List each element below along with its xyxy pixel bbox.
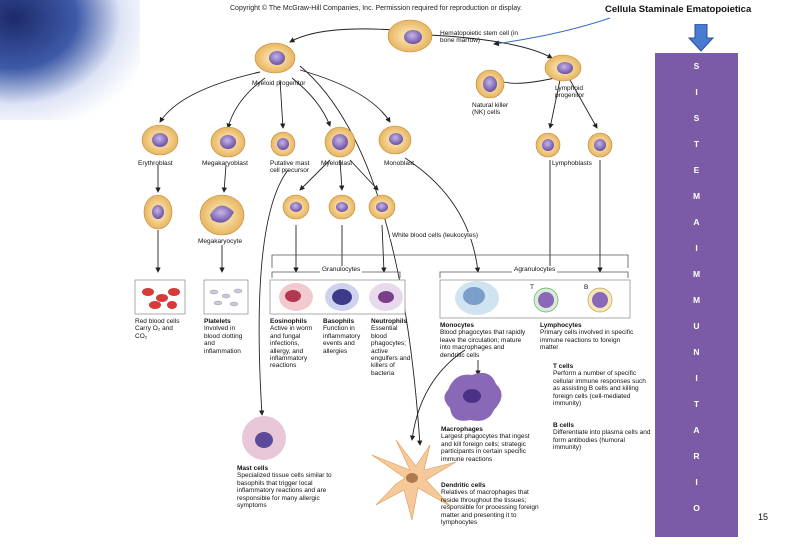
- myeloid-progenitor-label: Myeloid progenitor: [252, 80, 306, 87]
- mast-title: Mast cells: [237, 465, 269, 472]
- bcells-description: B cells Differentiate into plasma cells …: [553, 422, 653, 452]
- neutrophils-text: Essential blood phagocytes; active engul…: [371, 325, 411, 377]
- side-bar-letter: I: [695, 477, 698, 487]
- side-bar-letter: A: [693, 217, 700, 227]
- monocytes-title: Monocytes: [440, 322, 474, 329]
- agranulocytes-label: Agranulocytes: [512, 266, 558, 274]
- putative-mast-label: Putative mast cell precursor: [270, 160, 310, 175]
- nk-cells-label: Natural killer (NK) cells: [472, 102, 509, 117]
- rbc-description: Red blood cells Carry O₂ and CO₂: [135, 318, 185, 340]
- dendritic-description: Dendritic cells Relatives of macrophages…: [441, 482, 541, 526]
- lymphoblasts-label: Lymphoblasts: [552, 160, 592, 167]
- lymphoid-progenitor-label: Lymphoid progenitor: [555, 85, 585, 100]
- macrophages-text: Largest phagocytes that ingest and kill …: [441, 433, 530, 463]
- side-bar-letter: A: [693, 425, 700, 435]
- tcells-title: T cells: [553, 363, 574, 370]
- mast-description: Mast cells Specialized tissue cells simi…: [237, 465, 337, 509]
- megakaryoblast-label: Megakaryoblast: [202, 160, 248, 167]
- bcells-text: Differentiate into plasma cells and form…: [553, 429, 651, 452]
- lymphocytes-text: Primary cells involved in specific immun…: [540, 329, 634, 352]
- white-blood-cells-label: White blood cells (leukocytes): [390, 232, 480, 240]
- macrophages-description: Macrophages Largest phagocytes that inge…: [441, 426, 541, 463]
- t-label: T: [530, 284, 534, 291]
- down-arrow-icon: [688, 24, 714, 52]
- eosinophils-title: Eosinophils: [270, 318, 307, 325]
- neutrophils-title: Neutrophils: [371, 318, 408, 325]
- side-bar-letter: U: [693, 321, 700, 331]
- bcells-title: B cells: [553, 422, 574, 429]
- basophils-text: Function in inflammatory events and alle…: [323, 325, 361, 355]
- lymphocytes-title: Lymphocytes: [540, 322, 582, 329]
- platelets-title: Platelets: [204, 318, 231, 325]
- monocytes-description: Monocytes Blood phagocytes that rapidly …: [440, 322, 528, 359]
- side-bar-letter: O: [693, 503, 700, 513]
- side-bar-letter: N: [693, 347, 700, 357]
- eosinophils-text: Active in worm and fungal infections, al…: [270, 325, 313, 370]
- b-label: B: [584, 284, 589, 291]
- macrophages-title: Macrophages: [441, 426, 483, 433]
- side-bar-letter: I: [695, 87, 698, 97]
- side-bar-letter: S: [693, 61, 700, 71]
- page-number: 15: [758, 512, 769, 522]
- side-bar-letter: S: [693, 113, 700, 123]
- side-bar-letter: R: [693, 451, 700, 461]
- copyright-notice: Copyright © The McGraw-Hill Companies, I…: [230, 5, 523, 12]
- side-bar-letter: I: [695, 373, 698, 383]
- side-bar-letter: T: [693, 399, 700, 409]
- side-bar-letter: T: [693, 139, 700, 149]
- lymphocytes-description: Lymphocytes Primary cells involved in sp…: [540, 322, 636, 352]
- eosinophils-description: Eosinophils Active in worm and fungal in…: [270, 318, 316, 370]
- dendritic-title: Dendritic cells: [441, 482, 486, 489]
- stem-cell-label: Hematopoietic stem cell (in bone marrow): [440, 30, 519, 45]
- side-bar-letter: I: [695, 243, 698, 253]
- rbc-text: Carry O₂ and CO₂: [135, 325, 173, 340]
- platelets-description: Platelets Involved in blood clotting and…: [204, 318, 252, 355]
- myeloblast-label: Myeloblast: [321, 160, 353, 167]
- monoblast-label: Monoblast: [384, 160, 414, 167]
- dendritic-text: Relatives of macrophages that reside thr…: [441, 489, 539, 527]
- tcells-description: T cells Perform a number of specific cel…: [553, 363, 653, 407]
- neutrophils-description: Neutrophils Essential blood phagocytes; …: [371, 318, 415, 377]
- granulocytes-label: Granulocytes: [320, 266, 363, 274]
- megakaryocyte-label: Megakaryocyte: [198, 238, 243, 245]
- callout-label: Cellula Staminale Ematopoietica: [605, 4, 752, 15]
- mast-text: Specialized tissue cells similar to baso…: [237, 472, 332, 510]
- sistema-immunitario-bar: S I S T E M A I M M U N I T A R I O: [655, 53, 738, 537]
- tcells-text: Perform a number of specific cellular im…: [553, 370, 646, 408]
- side-bar-letter: M: [692, 191, 701, 201]
- basophils-description: Basophils Function in inflammatory event…: [323, 318, 367, 355]
- monocytes-text: Blood phagocytes that rapidly leave the …: [440, 329, 526, 359]
- erythroblast-label: Erythroblast: [138, 160, 173, 167]
- side-bar-letter: M: [692, 269, 701, 279]
- platelets-text: Involved in blood clotting and inflammat…: [204, 325, 243, 355]
- rbc-title: Red blood cells: [135, 318, 180, 325]
- corner-decoration: [0, 0, 140, 120]
- side-bar-letter: E: [693, 165, 700, 175]
- basophils-title: Basophils: [323, 318, 355, 325]
- side-bar-letter: M: [692, 295, 701, 305]
